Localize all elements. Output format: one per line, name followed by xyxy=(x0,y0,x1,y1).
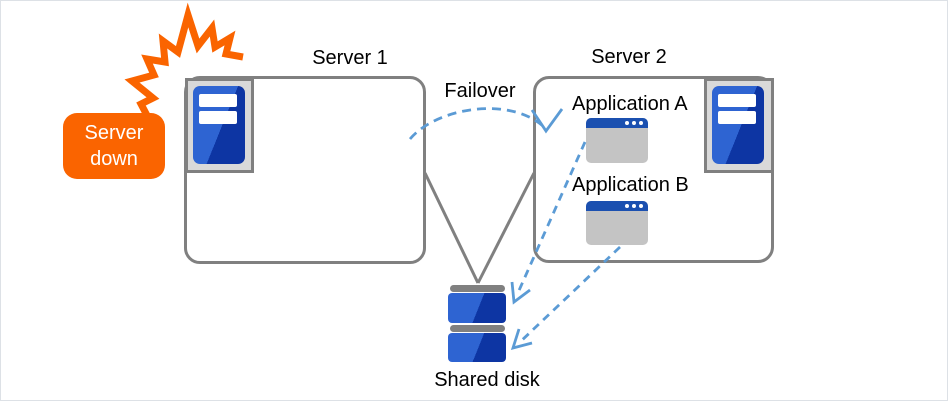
server-tower-icon xyxy=(712,86,764,164)
shared-disk-label: Shared disk xyxy=(434,369,540,391)
application-a-arrowhead xyxy=(510,281,531,305)
disk-stack-icon-bar xyxy=(450,285,505,292)
server-down-label: Server down xyxy=(84,122,144,170)
application-a-window-icon xyxy=(586,118,648,163)
server2-title: Server 2 xyxy=(591,46,667,68)
server-slot xyxy=(199,94,237,107)
server-tower-icon xyxy=(193,86,245,164)
titlebar-dot xyxy=(632,121,636,125)
server-slot xyxy=(718,94,756,107)
disk-stack-icon-body xyxy=(448,293,506,323)
application-b-arrowhead xyxy=(510,328,533,351)
window-titlebar xyxy=(586,201,648,211)
server-slot xyxy=(718,111,756,124)
failover-arrow-curve xyxy=(408,107,548,140)
disk-stack-icon-body xyxy=(448,333,506,362)
server-slot xyxy=(199,111,237,124)
titlebar-dot xyxy=(639,121,643,125)
server1-disk-connector xyxy=(423,172,480,284)
titlebar-dot xyxy=(625,204,629,208)
titlebar-dot xyxy=(639,204,643,208)
server2-server-icon xyxy=(704,78,774,173)
disk-stack-icon-bar xyxy=(450,325,505,332)
application-b-label: Application B xyxy=(572,174,689,196)
window-titlebar xyxy=(586,118,648,128)
application-a-label: Application A xyxy=(572,93,688,115)
server2-disk-connector xyxy=(476,172,536,284)
server-down-callout: Server down xyxy=(63,113,165,179)
server1-server-icon xyxy=(185,78,254,173)
failover-label: Failover xyxy=(444,80,516,102)
application-b-window-icon xyxy=(586,201,648,245)
titlebar-dot xyxy=(625,121,629,125)
server1-title: Server 1 xyxy=(312,47,388,69)
titlebar-dot xyxy=(632,204,636,208)
